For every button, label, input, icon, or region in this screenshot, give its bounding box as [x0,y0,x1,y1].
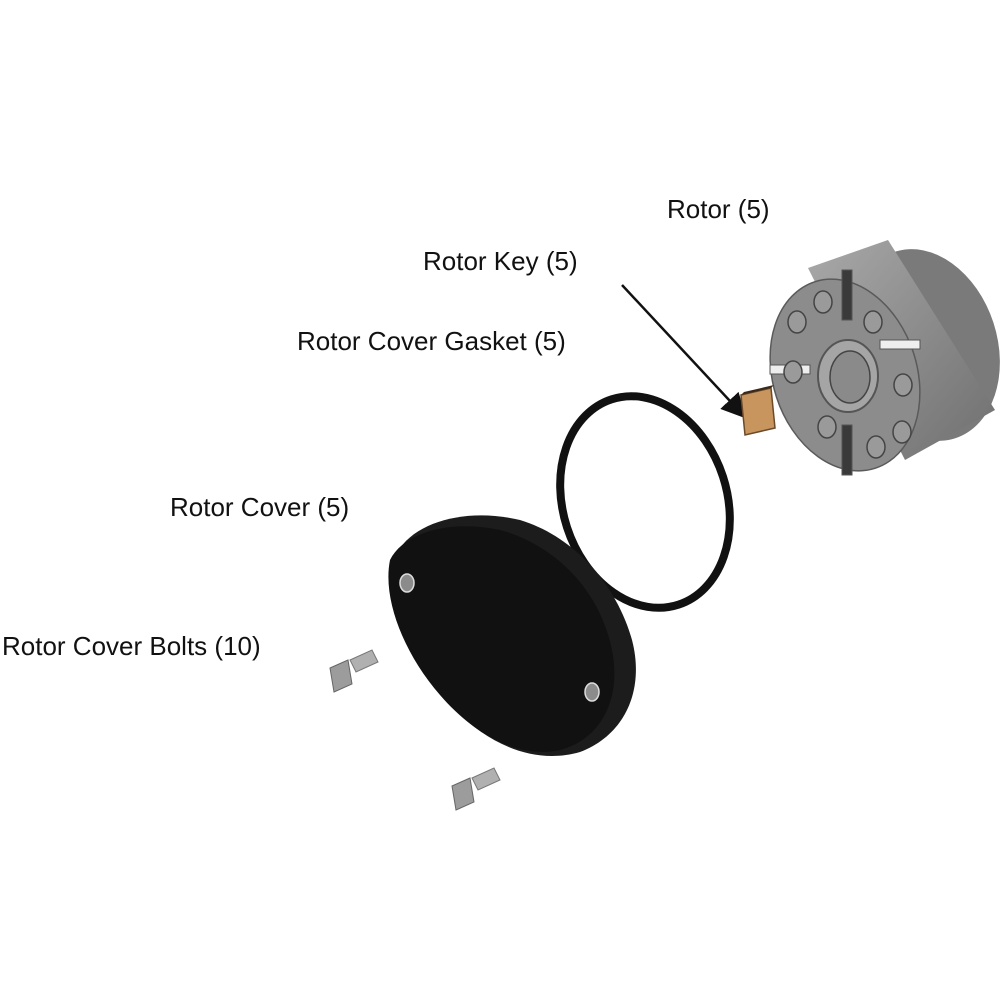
label-rotor-key: Rotor Key (5) [423,246,578,276]
label-rotor-cover-gasket: Rotor Cover Gasket (5) [297,326,566,356]
label-rotor-cover: Rotor Cover (5) [170,492,350,522]
rotor-cover [388,515,636,756]
rotor-key-arrow [621,284,747,419]
label-rotor: Rotor (5) [667,194,770,224]
rotor-key [740,385,776,436]
rotor-cover-bolt [329,649,379,693]
rotor-cover-bolt [451,767,501,811]
rotor [769,240,1000,476]
label-rotor-cover-bolts: Rotor Cover Bolts (10) [2,631,261,661]
rotor-cover-gasket [556,392,734,612]
